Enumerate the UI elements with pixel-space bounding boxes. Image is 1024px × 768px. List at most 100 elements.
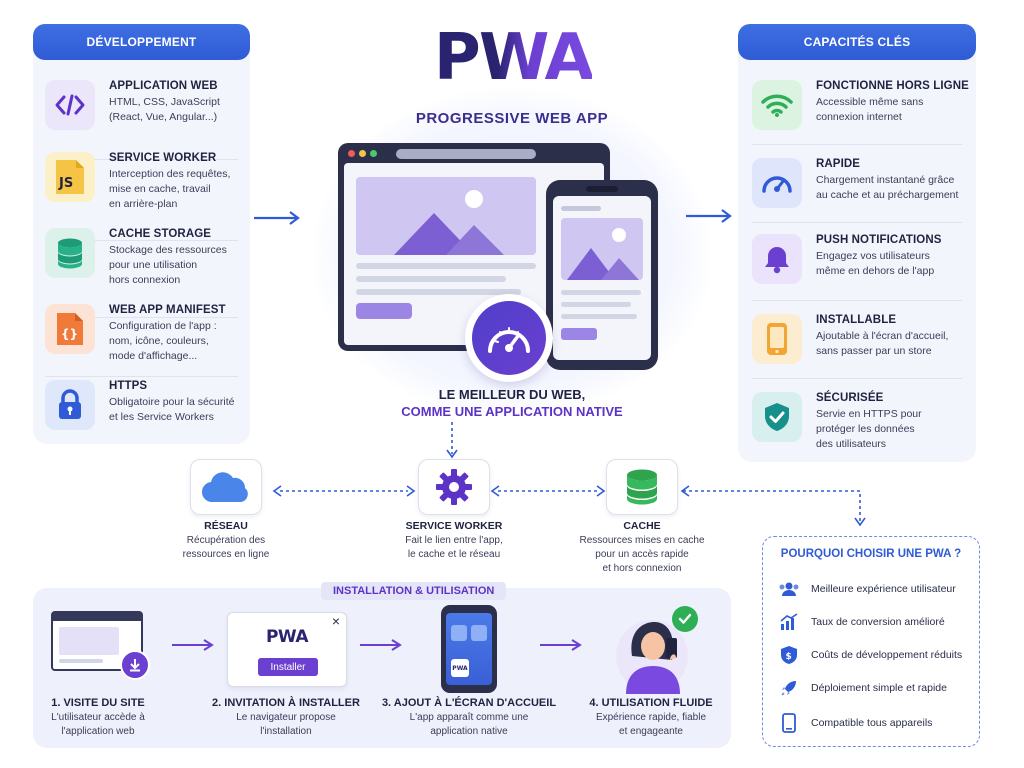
dashed-connector-icon: [680, 485, 866, 527]
happy-user-illustration: [610, 608, 700, 694]
network-node: [190, 459, 262, 515]
cap-item-desc: Chargement instantané grâce au cache et …: [816, 174, 959, 201]
dev-item-desc: Obligatoire pour la sécurité et les Serv…: [109, 396, 235, 423]
close-icon[interactable]: ×: [331, 613, 340, 629]
pwa-logo: PWA: [408, 26, 618, 90]
cap-item-desc: Engagez vos utilisateurs même en dehors …: [816, 250, 935, 277]
step-2-title: 2. INVITATION À INSTALLER: [212, 697, 360, 709]
database-icon: [45, 228, 95, 278]
dev-item-manifest: {} WEB APP MANIFEST Configuration de l'ap…: [45, 304, 226, 364]
dev-item-desc: Stockage des ressources pour une utilisa…: [109, 244, 227, 286]
dev-item-https: HTTPS Obligatoire pour la sécurité et les…: [45, 380, 234, 430]
install-button[interactable]: Installer: [258, 658, 318, 676]
users-icon: [777, 579, 801, 599]
check-badge-icon: [672, 606, 698, 632]
cap-item-title: SÉCURISÉE: [816, 392, 884, 404]
step-1-desc: L'utilisateur accède à l'application web: [51, 712, 145, 737]
dollar-shield-icon: $: [777, 645, 801, 665]
arrow-right-icon: [172, 639, 214, 651]
why-item-label: Compatible tous appareils: [811, 717, 933, 729]
why-pwa-title: POURQUOI CHOISIR UNE PWA ?: [780, 548, 962, 560]
dashed-arrow-down-icon: [446, 422, 458, 459]
svg-text:JS: JS: [58, 176, 73, 191]
download-icon: [120, 650, 150, 680]
svg-text:$: $: [786, 652, 792, 662]
why-item: Compatible tous appareils: [777, 713, 932, 733]
cap-item-title: INSTALLABLE: [816, 314, 897, 326]
dev-item-service-worker: JS SERVICE WORKER Interception des requêt…: [45, 152, 230, 212]
bell-icon: [752, 234, 802, 284]
dev-item-desc: Configuration de l'app : nom, icône, cou…: [109, 320, 217, 362]
network-desc: Récupération des ressources en ligne: [182, 535, 270, 560]
dev-item-desc: HTML, CSS, JavaScript (React, Vue, Angul…: [109, 96, 220, 123]
step-3-desc: L'app apparaît comme une application nat…: [409, 712, 529, 737]
cap-item-fast: RAPIDE Chargement instantané grâce au cac…: [752, 158, 958, 208]
step-4-title: 4. UTILISATION FLUIDE: [589, 697, 713, 709]
arrow-right-icon: [254, 211, 300, 225]
install-prompt-dialog: × PWA Installer: [227, 612, 347, 687]
why-item-label: Déploiement simple et rapide: [811, 682, 947, 694]
rocket-icon: [777, 678, 801, 698]
devices-icon: [777, 713, 801, 733]
lock-icon: [45, 380, 95, 430]
cap-item-title: PUSH NOTIFICATIONS: [816, 234, 942, 246]
dashed-double-arrow-icon: [272, 485, 416, 497]
dev-item-title: HTTPS: [109, 380, 148, 392]
cap-item-push: PUSH NOTIFICATIONS Engagez vos utilisateu…: [752, 234, 942, 284]
cap-item-desc: Accessible même sans connexion internet: [816, 96, 924, 123]
js-file-icon: JS: [45, 152, 95, 202]
cache-title: CACHE: [623, 520, 661, 532]
phone-home-screen-icon: PWA: [441, 605, 497, 693]
service-worker-title: SERVICE WORKER: [405, 520, 503, 532]
dev-item-desc: Interception des requêtes, mise en cache…: [109, 168, 231, 210]
step-3-title: 3. AJOUT À L'ÉCRAN D'ACCUEIL: [381, 697, 557, 709]
development-panel-title: DÉVELOPPEMENT: [33, 24, 250, 60]
mini-pwa-logo: PWA: [265, 627, 309, 647]
development-panel: DÉVELOPPEMENT APPLICATION WEB HTML, CSS, …: [33, 24, 250, 444]
dev-item-title: SERVICE WORKER: [109, 152, 217, 164]
json-file-icon: {}: [45, 304, 95, 354]
network-title: RÉSEAU: [204, 520, 248, 532]
gear-icon: [436, 469, 472, 505]
cloud-icon: [201, 472, 248, 503]
why-item-label: Coûts de développement réduits: [811, 649, 963, 661]
why-item-label: Meilleure expérience utilisateur: [811, 583, 956, 595]
dev-item-web-app: APPLICATION WEB HTML, CSS, JavaScript (Re…: [45, 80, 220, 130]
step-4-desc: Expérience rapide, fiable et engageante: [595, 712, 707, 737]
tagline-line-1: LE MEILLEUR DU WEB,: [438, 387, 586, 402]
installation-label: INSTALLATION & UTILISATION: [321, 582, 507, 600]
growth-chart-icon: [777, 612, 801, 632]
dev-item-title: APPLICATION WEB: [109, 80, 218, 92]
cache-node: [606, 459, 678, 515]
why-item: $ Coûts de développement réduits: [777, 645, 962, 665]
database-icon: [627, 469, 657, 505]
cap-item-desc: Ajoutable à l'écran d'accueil, sans pass…: [816, 330, 949, 357]
step-1-title: 1. VISITE DU SITE: [51, 697, 145, 709]
capabilities-panel: CAPACITÉS CLÉS FONCTIONNE HORS LIGNE Acce…: [738, 24, 976, 462]
image-placeholder-icon: [356, 177, 536, 255]
cap-item-title: FONCTIONNE HORS LIGNE: [816, 80, 969, 92]
capabilities-panel-title: CAPACITÉS CLÉS: [738, 24, 976, 60]
phone-icon: [752, 314, 802, 364]
dev-item-title: WEB APP MANIFEST: [109, 304, 226, 316]
why-pwa-panel: POURQUOI CHOISIR UNE PWA ? Meilleure exp…: [762, 536, 980, 747]
wifi-icon: [752, 80, 802, 130]
service-worker-desc: Fait le lien entre l'app, le cache et le…: [405, 535, 503, 560]
code-icon: [45, 80, 95, 130]
speedometer-badge-icon: [465, 294, 553, 382]
tagline-line-2: COMME UNE APPLICATION NATIVE: [401, 404, 623, 419]
why-item-label: Taux de conversion amélioré: [811, 616, 945, 628]
cache-desc: Ressources mises en cache pour un accès …: [579, 535, 705, 574]
arrow-right-icon: [360, 639, 402, 651]
why-item: Meilleure expérience utilisateur: [777, 579, 956, 599]
service-worker-node: [418, 459, 490, 515]
shield-check-icon: [752, 392, 802, 442]
cap-item-offline: FONCTIONNE HORS LIGNE Accessible même san…: [752, 80, 969, 130]
image-placeholder-icon: [561, 218, 643, 280]
arrow-right-icon: [686, 209, 732, 223]
svg-text:{}: {}: [61, 327, 78, 341]
why-item: Déploiement simple et rapide: [777, 678, 947, 698]
phone-mockup: [546, 180, 658, 370]
cap-item-title: RAPIDE: [816, 158, 861, 170]
